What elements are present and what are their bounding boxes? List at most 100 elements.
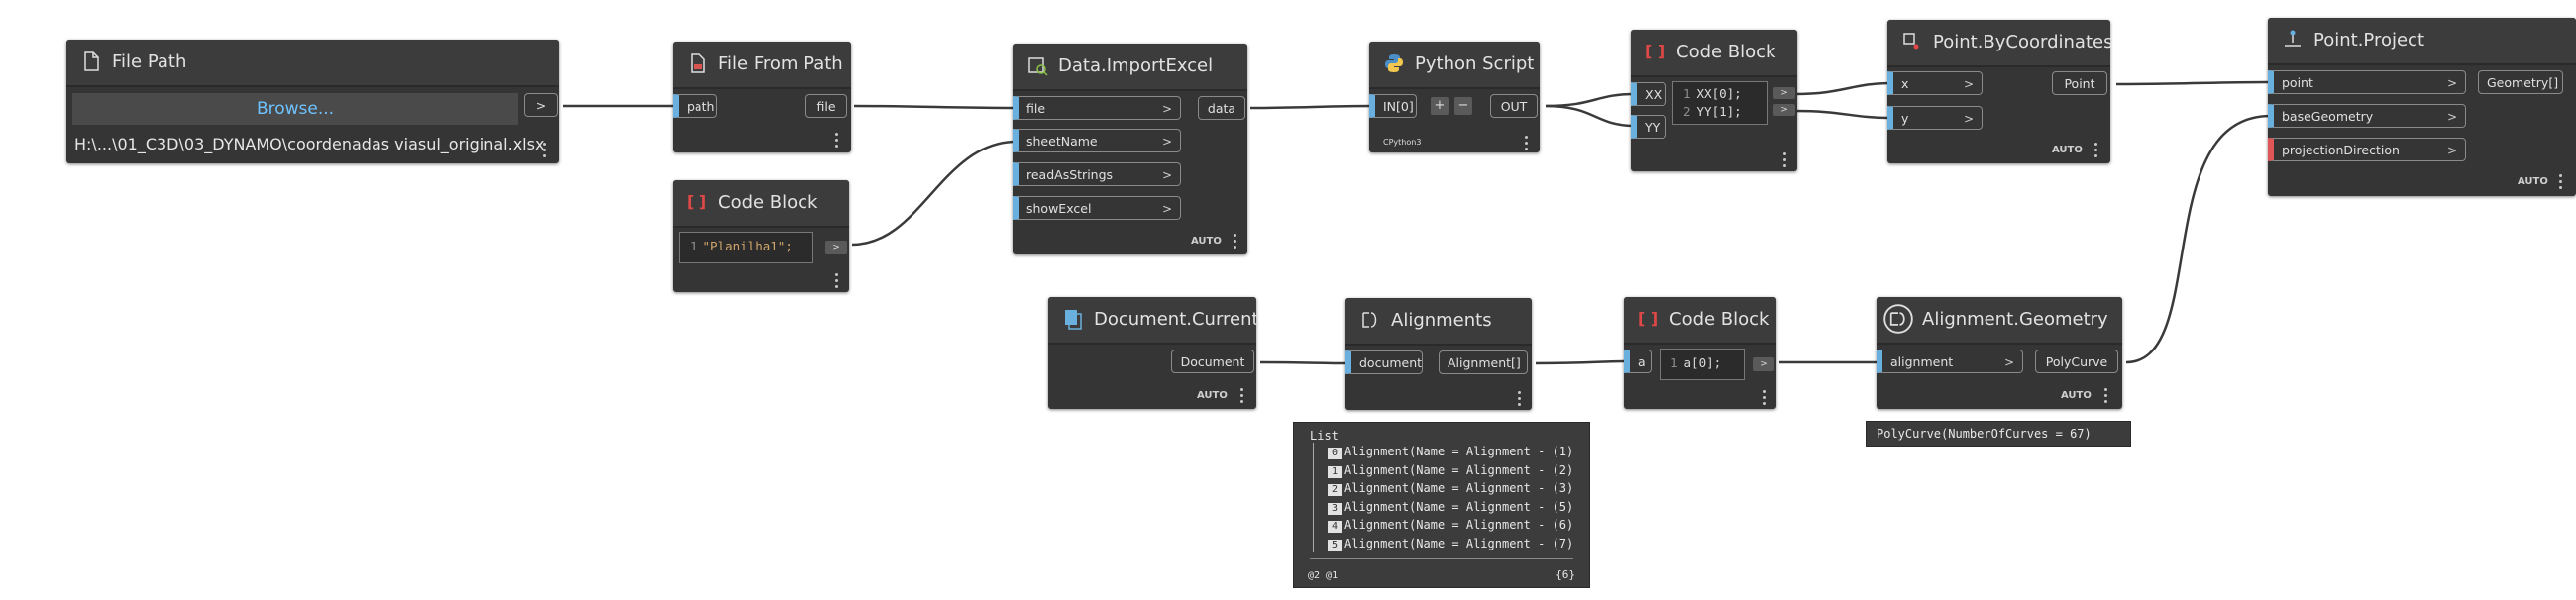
node-header[interactable] [673,180,849,228]
input-port-x[interactable]: x> [1887,71,1983,95]
remove-input-button[interactable]: − [1454,97,1472,115]
lacing-indicator[interactable]: AUTO [2518,176,2548,187]
wire-python-to-xx [1545,92,1636,108]
code-block-icon: [ ] [1645,42,1665,60]
input-port-document[interactable]: document [1345,350,1423,374]
input-port-projectiondirection[interactable]: projectionDirection> [2268,138,2466,161]
line-number: 2 [1683,104,1691,119]
output-port-line2[interactable]: > [1773,104,1795,116]
output-port-line1[interactable]: > [1773,87,1795,99]
output-port-code[interactable]: > [825,241,847,254]
node-title: File From Path [718,53,843,74]
input-port-path[interactable]: path [673,94,717,118]
output-port-file[interactable]: file [805,94,847,118]
node-menu-icon[interactable] [1232,234,1237,251]
node-file-from-path[interactable]: File From Path path file [673,42,851,152]
input-port-yy[interactable]: YY [1631,115,1666,139]
input-port-y[interactable]: y> [1887,106,1983,130]
node-title: Code Block [1676,42,1776,62]
input-port-file[interactable]: file> [1013,96,1181,120]
alignments-icon [1362,312,1377,328]
node-alignment-geometry[interactable]: Alignment.Geometry alignment> PolyCurve … [1877,297,2122,409]
output-port-alignment-list[interactable]: Alignment[] [1439,350,1528,374]
output-port-data[interactable]: data [1198,96,1245,120]
add-input-button[interactable]: + [1431,97,1449,115]
file-input-icon [691,53,705,73]
preview-list-header: List [1310,429,1339,443]
list-levels[interactable]: @2 @1 [1308,570,1339,581]
node-python-script[interactable]: Python Script IN[0] + − OUT CPython3 [1369,42,1540,152]
node-file-path[interactable]: File Path Browse... > H:\...\01_C3D\03_D… [66,40,559,163]
input-port-basegeometry[interactable]: baseGeometry> [2268,104,2466,128]
node-menu-icon[interactable] [2093,143,2098,160]
node-header[interactable] [66,40,559,87]
code-block-icon: [ ] [1638,309,1659,328]
input-port-showexcel[interactable]: showExcel> [1013,196,1181,220]
code-line: XX[0]; [1696,86,1742,101]
node-header[interactable] [1048,297,1256,345]
node-menu-icon[interactable] [1516,391,1522,409]
node-point-project[interactable]: Point.Project point> baseGeometry> proje… [2268,18,2576,196]
wire-alignments-to-codeblock3 [1535,359,1626,365]
node-header[interactable] [1887,20,2110,67]
input-port-in0[interactable]: IN[0] [1369,94,1417,118]
input-port-xx[interactable]: XX [1631,82,1666,106]
node-header[interactable] [1013,44,1247,91]
code-block-icon: [ ] [687,192,707,211]
node-header[interactable] [2268,18,2576,65]
node-document-current[interactable]: Document.Current Document AUTO [1048,297,1259,409]
node-menu-icon[interactable] [2102,388,2108,406]
node-title: File Path [112,51,187,72]
code-editor[interactable]: 1 a[0]; [1660,349,1745,380]
node-header[interactable] [1624,297,1776,345]
node-menu-icon[interactable] [1781,152,1787,170]
lacing-indicator[interactable]: AUTO [1197,390,1228,401]
node-alignments[interactable]: Alignments document Alignment[] [1345,298,1532,410]
wire-file-to-import [853,104,1018,110]
output-port-filepath[interactable]: > [524,93,558,117]
output-port-polycurve[interactable]: PolyCurve [2035,350,2118,373]
node-code-block-1[interactable]: [ ] Code Block 1"Planilha1"; > [673,180,849,292]
node-header[interactable] [1631,30,1797,77]
point-icon [1903,33,1919,50]
input-port-point[interactable]: point> [2268,70,2466,94]
input-port-sheetname[interactable]: sheetName> [1013,129,1181,152]
node-menu-icon[interactable] [1238,388,1244,406]
lacing-indicator[interactable]: AUTO [1191,236,1222,247]
import-excel-icon [1028,57,1048,76]
node-menu-icon[interactable] [1761,390,1767,408]
output-port-geometry[interactable]: Geometry[] [2478,70,2563,94]
polycurve-preview-bubble[interactable]: PolyCurve(NumberOfCurves = 67) [1866,421,2131,447]
node-data-import-excel[interactable]: Data.ImportExcel file> sheetName> readAs… [1013,44,1247,254]
node-header[interactable] [1345,298,1532,346]
line-number: 1 [1670,355,1678,370]
input-port-alignment[interactable]: alignment> [1877,350,2023,373]
node-header[interactable] [1877,297,2122,345]
output-port-out[interactable]: OUT [1490,94,1538,118]
node-menu-icon[interactable] [541,143,547,160]
code-line: a[0]; [1683,355,1722,370]
output-port-code[interactable]: > [1753,357,1774,371]
list-count: {6} [1556,568,1575,581]
node-menu-icon[interactable] [833,133,839,150]
output-port-point[interactable]: Point [2052,71,2107,95]
node-point-by-coordinates[interactable]: Point.ByCoordinates x> y> Point AUTO [1887,20,2112,163]
node-menu-icon[interactable] [833,273,839,291]
lacing-indicator[interactable]: AUTO [2052,145,2083,155]
node-menu-icon[interactable] [2557,174,2563,192]
lacing-indicator[interactable]: AUTO [2061,390,2092,401]
output-port-document[interactable]: Document [1171,350,1254,373]
node-menu-icon[interactable] [1523,136,1529,153]
file-icon [84,51,99,71]
input-port-readasstrings[interactable]: readAsStrings> [1013,162,1181,186]
input-port-a[interactable]: a [1624,350,1652,373]
code-editor[interactable]: 1"Planilha1"; [679,232,813,263]
browse-button[interactable]: Browse... [72,93,518,125]
